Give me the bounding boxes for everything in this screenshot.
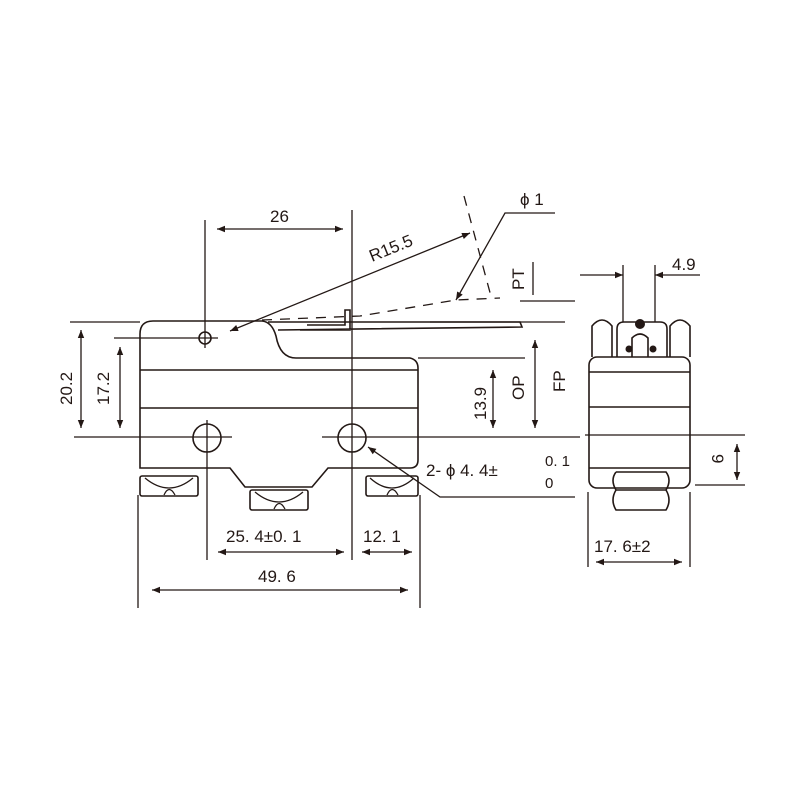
terminal-left (139, 475, 199, 497)
roller-leader (455, 212, 555, 301)
label-4-9: 4.9 (672, 255, 696, 274)
lever-operated-position (261, 297, 501, 321)
side-view: 4.9 9 17. 6±2 (580, 255, 745, 567)
label-13-9: 13.9 (471, 387, 490, 420)
label-26: 26 (270, 207, 289, 226)
hole-leader (367, 446, 575, 498)
side-terminal (612, 471, 670, 511)
roller-centerline (463, 195, 493, 301)
side-post-right (669, 319, 691, 357)
label-holes: 2- ϕ 4. 4± (426, 461, 498, 480)
label-49-6: 49. 6 (258, 567, 296, 586)
label-op: OP (509, 375, 528, 400)
label-holes-tol-upper: 0. 1 (545, 453, 570, 470)
switch-body-outline (139, 320, 419, 488)
lever-arm (268, 309, 524, 331)
label-17-2: 17.2 (94, 372, 113, 405)
contact-dot-right (649, 345, 657, 353)
label-fp: FP (550, 370, 569, 392)
front-view: 26 R15.5 ϕ 1 PT OP FP 13.9 20.2 17.2 2- … (57, 190, 580, 608)
side-body (588, 356, 691, 489)
side-post-left (591, 319, 613, 357)
terminal-middle (249, 489, 309, 511)
terminal-right (365, 475, 419, 497)
label-roller: ϕ 1 (520, 190, 544, 209)
label-holes-tol-lower: 0 (545, 475, 553, 492)
label-pt: PT (509, 268, 528, 290)
dim-arrow-radius (229, 232, 471, 332)
label-25-4: 25. 4±0. 1 (226, 527, 302, 546)
label-12-1: 12. 1 (363, 527, 401, 546)
label-radius: R15.5 (366, 231, 415, 266)
label-20-2: 20.2 (57, 372, 76, 405)
plunger-ball (635, 319, 645, 329)
contact-dot-left (625, 345, 633, 353)
label-17-6: 17. 6±2 (594, 537, 651, 556)
label-9: 9 (708, 454, 727, 463)
